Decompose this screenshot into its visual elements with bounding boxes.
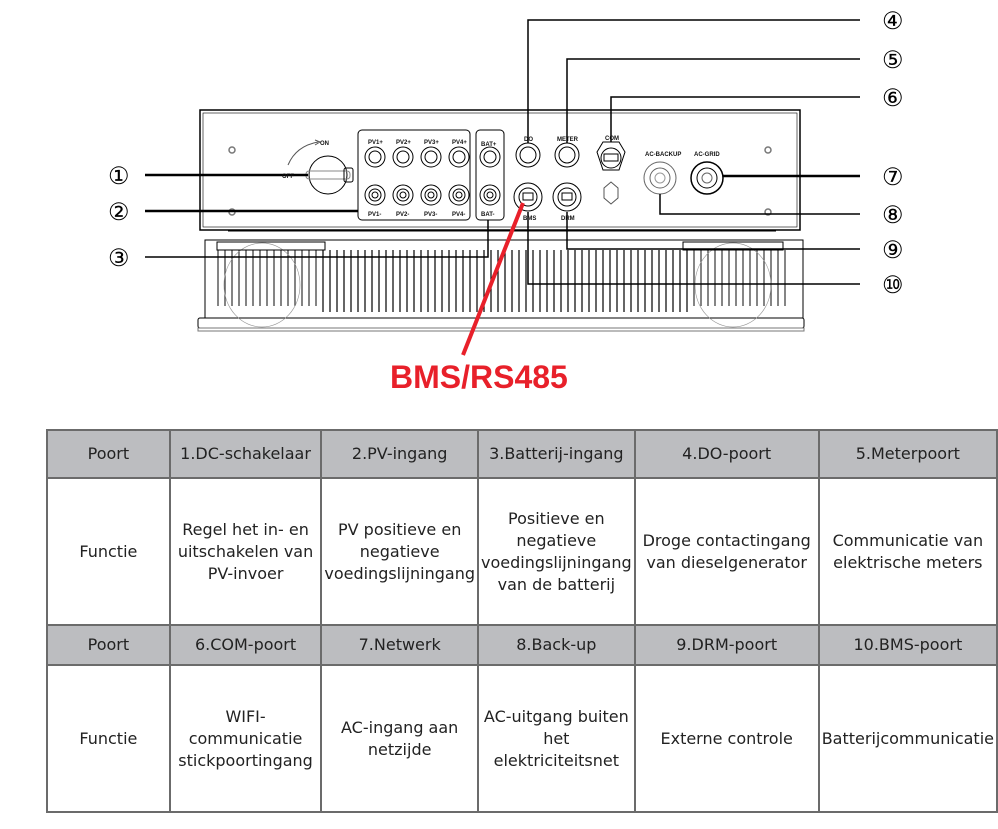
screw-icon (764, 208, 772, 216)
fan-icon (694, 242, 772, 328)
port-cell: 4.DO-poort (633, 429, 820, 479)
com-connector-icon (596, 141, 626, 171)
callout-7: ⑦ (882, 164, 904, 191)
function-cell: Droge contactingang van dieselgenerator (633, 477, 820, 626)
switch-off-label: OFF (282, 174, 294, 180)
connection-panel (199, 109, 801, 231)
ac-grid-connector-icon (690, 161, 724, 195)
drm-connector-icon (552, 182, 582, 212)
bat-plus-connector-icon (479, 146, 501, 168)
callout-9: ⑨ (882, 237, 904, 264)
callout-8: ⑧ (882, 202, 904, 229)
port-row-header: Poort (46, 624, 171, 666)
inverter-port-diagram: BMS/RS485 ON OFF BAT+ BAT- DO METER COM … (108, 8, 904, 395)
bms-label: BMS (523, 216, 536, 222)
meter-connector-icon (554, 142, 580, 168)
port-function-table: Poort 1.DC-schakelaar 2.PV-ingang 3.Batt… (46, 429, 998, 813)
function-cell: Positieve en negatieve voedingslijningan… (477, 477, 636, 626)
pv-minus-connector-icon (364, 184, 386, 206)
pv-plus-label: PV3+ (424, 140, 439, 146)
com-label: COM (605, 136, 619, 142)
pv-plus-connector-icon (392, 146, 414, 168)
blank-plug-icon (603, 181, 619, 205)
pv-minus-connector-icon (420, 184, 442, 206)
bms-annotation-arrow (461, 202, 525, 356)
pv-minus-label: PV2- (396, 212, 409, 218)
table-row: Functie WIFI-communicatie stickpoortinga… (46, 664, 998, 813)
callout-3: ③ (108, 245, 130, 272)
switch-on-label: ON (320, 141, 329, 147)
pv-minus-label: PV4- (452, 212, 465, 218)
port-cell: 9.DRM-poort (633, 624, 820, 666)
callout-4: ④ (882, 8, 904, 35)
callout-6: ⑥ (882, 85, 904, 112)
table-row: Functie Regel het in- en uitschakelen va… (46, 477, 998, 626)
port-cell: 8.Back-up (477, 624, 636, 666)
screw-icon (764, 146, 772, 154)
ac-backup-label: AC-BACKUP (645, 152, 681, 158)
port-cell: 10.BMS-poort (817, 624, 998, 666)
pv-minus-connector-icon (392, 184, 414, 206)
function-cell: Communicatie van elektrische meters (817, 477, 998, 626)
bat-minus-connector-icon (479, 184, 501, 206)
pv-plus-connector-icon (448, 146, 470, 168)
port-cell: 5.Meterpoort (817, 429, 998, 479)
function-row-header: Functie (46, 664, 171, 813)
function-cell: PV positieve en negatieve voedingslijnin… (320, 477, 479, 626)
pv-minus-connector-icon (448, 184, 470, 206)
callout-2: ② (108, 199, 130, 226)
function-cell: Regel het in- en uitschakelen van PV-inv… (168, 477, 323, 626)
pv-plus-label: PV2+ (396, 140, 411, 146)
bms-rs485-label: BMS/RS485 (390, 359, 568, 395)
ac-grid-label: AC-GRID (694, 152, 720, 158)
pv-plus-connector-icon (364, 146, 386, 168)
bms-connector-icon (513, 182, 543, 212)
port-cell: 2.PV-ingang (320, 429, 479, 479)
fan-icon (223, 242, 301, 328)
port-cell: 6.COM-poort (168, 624, 323, 666)
port-cell: 1.DC-schakelaar (168, 429, 323, 479)
pv-minus-label: PV3- (424, 212, 437, 218)
function-row-header: Functie (46, 477, 171, 626)
callout-1: ① (108, 163, 130, 190)
pv-minus-label: PV1- (368, 212, 381, 218)
dc-switch-icon (287, 139, 354, 195)
function-cell: AC-ingang aan netzijde (320, 664, 479, 813)
port-cell: 7.Netwerk (320, 624, 479, 666)
function-cell: WIFI-communicatie stickpoortingang (168, 664, 323, 813)
function-cell: AC-uitgang buiten het elektriciteitsnet (477, 664, 636, 813)
pv-plus-connector-icon (420, 146, 442, 168)
drm-label: DRM (561, 216, 575, 222)
pv-plus-label: PV1+ (368, 140, 383, 146)
do-label: DO (524, 137, 533, 143)
screw-icon (228, 146, 236, 154)
port-cell: 3.Batterij-ingang (477, 429, 636, 479)
bat-minus-label: BAT- (481, 212, 495, 218)
function-cell: Externe controle (633, 664, 820, 813)
meter-label: METER (557, 137, 579, 143)
bat-plus-label: BAT+ (481, 142, 497, 148)
table-row: Poort 1.DC-schakelaar 2.PV-ingang 3.Batt… (46, 429, 998, 479)
table-row: Poort 6.COM-poort 7.Netwerk 8.Back-up 9.… (46, 624, 998, 666)
pv-connector-group (357, 129, 471, 221)
do-connector-icon (515, 142, 541, 168)
port-row-header: Poort (46, 429, 171, 479)
pv-plus-label: PV4+ (452, 140, 467, 146)
ac-backup-connector-icon (643, 161, 677, 195)
battery-connector-group (475, 129, 505, 221)
callout-5: ⑤ (882, 47, 904, 74)
function-cell: Batterijcommunicatie (817, 664, 998, 813)
callout-10: ⑩ (882, 272, 904, 299)
